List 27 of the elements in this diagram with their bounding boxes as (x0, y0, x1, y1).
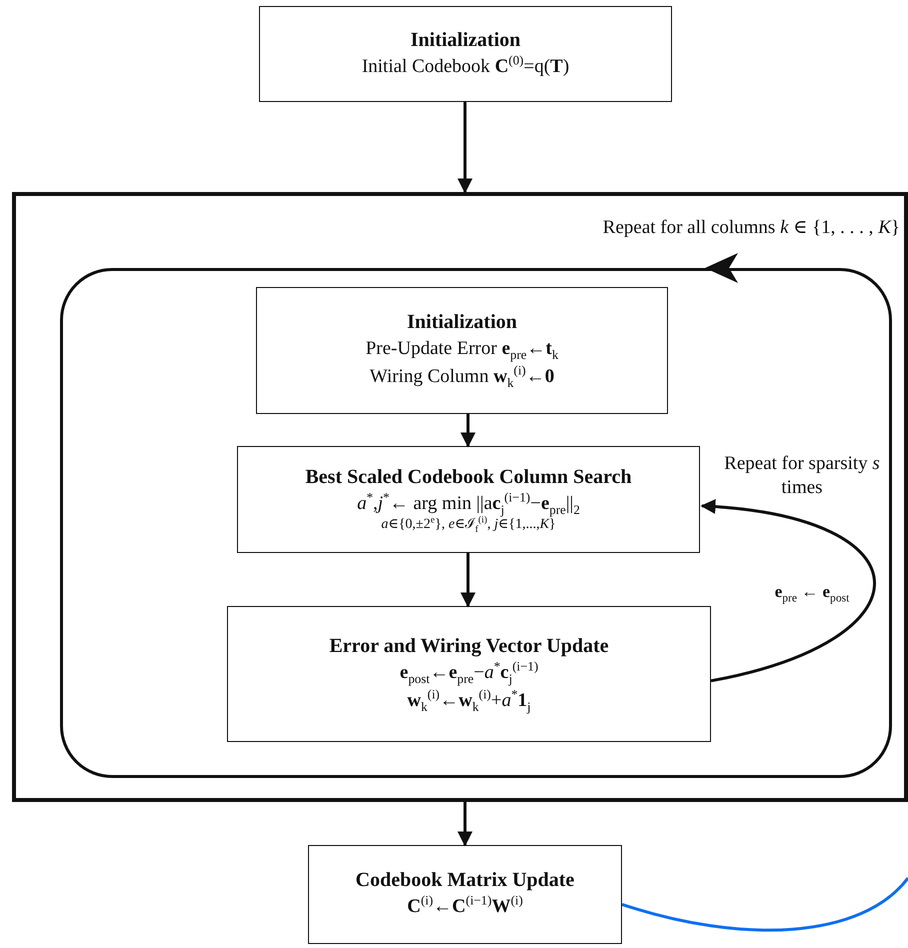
box-title: Error and Wiring Vector Update (329, 634, 609, 659)
arrow (460, 553, 476, 608)
formula-text: a$^{*}$,j$^{*}$← arg min ||ac$_{j}$$^{(i−1)}$−e$_{pre}$||$_{2}$ (357, 490, 580, 517)
formula-text: C$^{(i)}$←C$^{(i−1)}$W$^{(i)}$ (407, 893, 523, 920)
box-title: Initialization (410, 28, 520, 53)
process-box (308, 845, 622, 944)
arrow (458, 102, 472, 194)
loop-note: Repeat for sparsity s times (723, 452, 881, 500)
loop-frame (12, 192, 908, 802)
process-box (227, 606, 711, 742)
box-title: Codebook Matrix Update (356, 868, 574, 894)
process-box (237, 446, 700, 553)
process-box (259, 6, 672, 102)
formula-text: a∈{0,±2$^{e}$}, e∈ℐ$_{f}$$^{(i)}$, j∈{1,...,K} (381, 517, 556, 534)
loop-label: Repeat for all columns k ∈ {1, . . . , K} (602, 216, 900, 240)
box-title: Best Scaled Codebook Column Search (305, 464, 632, 490)
arrow (458, 802, 472, 846)
arrow (460, 414, 476, 448)
formula-text: Wiring Column w$_{k}$$^{(i)}$←0 (370, 363, 554, 391)
box-title: Initialization (406, 310, 517, 336)
arrow (700, 500, 876, 682)
connector-line (622, 876, 908, 932)
formula-text: Initial Codebook C$^{(0)}$=q(T) (362, 52, 570, 79)
formula-text: w$_{k}$$^{(i)}$←w$_{k}$$^{(i)}$+a$^{*}$1$_{j}$ (407, 686, 531, 714)
process-box (256, 287, 668, 414)
formula-text: Pre-Update Error e$_{pre}$←t$_{k}$ (366, 337, 558, 363)
loop-box (60, 268, 892, 778)
